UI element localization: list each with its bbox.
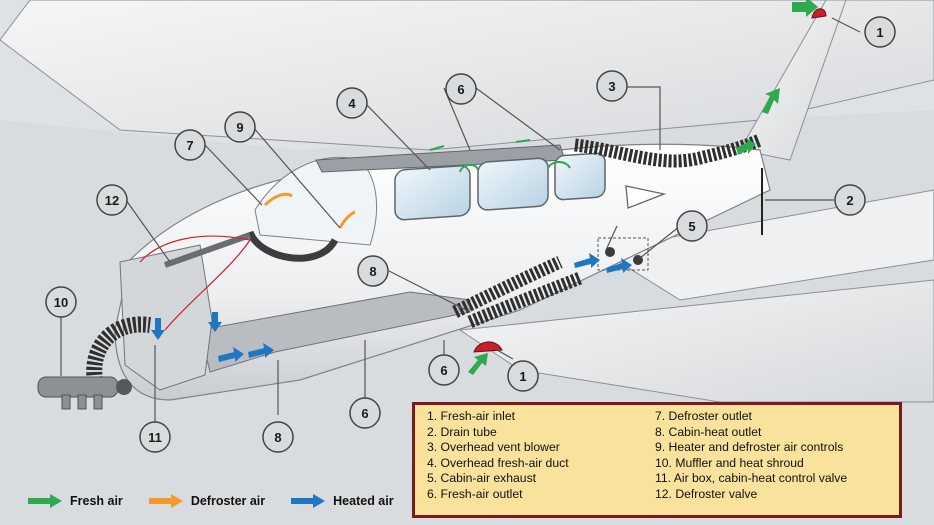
legend-item: 4. Overhead fresh-air duct — [427, 455, 569, 470]
tail-fin — [739, 0, 847, 161]
cabin-window-1 — [394, 165, 471, 221]
right-wing — [598, 189, 934, 301]
callout-9: 9 — [236, 120, 243, 135]
legend-item: 11. Air box, cabin-heat control valve — [655, 471, 848, 486]
callout-4: 4 — [348, 96, 356, 111]
callout-numbers: 1 1 2 3 4 5 6 6 6 7 8 8 9 10 11 12 — [54, 25, 884, 445]
muffler — [37, 376, 132, 410]
legend-item: 10. Muffler and heat shroud — [655, 455, 804, 470]
callout-1: 1 — [519, 369, 526, 384]
airflow-key: Fresh air Defroster air Heated air — [28, 490, 420, 512]
heat-duct-bar — [164, 232, 251, 268]
key-fresh-air-label: Fresh air — [70, 494, 123, 508]
green-arrow-icon — [28, 494, 62, 508]
cabin-window-2 — [477, 157, 549, 211]
key-heated-air: Heated air — [291, 494, 394, 508]
rear-window — [625, 185, 667, 209]
fresh-air-inlet-bottom — [473, 341, 503, 353]
fresh-air-arrows — [429, 0, 818, 375]
callout-3: 3 — [608, 79, 615, 94]
exhaust-vent-1 — [605, 247, 615, 257]
legend-column-1: 1. Fresh-air inlet 2. Drain tube 3. Over… — [427, 409, 569, 503]
control-cable — [139, 235, 251, 331]
blue-arrow-icon — [291, 494, 326, 508]
fresh-air-inlet-top — [811, 8, 827, 19]
legend-item: 2. Drain tube — [427, 424, 497, 439]
key-heated-air-label: Heated air — [333, 494, 394, 508]
legend-column-2: 7. Defroster outlet 8. Cabin-heat outlet… — [655, 409, 847, 503]
legend-item: 6. Fresh-air outlet — [427, 486, 523, 501]
legend-item: 3. Overhead vent blower — [427, 440, 560, 455]
key-defroster-air-label: Defroster air — [190, 494, 266, 508]
legend-item: 5. Cabin-air exhaust — [427, 471, 537, 486]
cabin-exhaust-duct-2 — [467, 271, 583, 328]
key-defroster-air: Defroster air — [148, 494, 266, 508]
callout-2: 2 — [846, 193, 853, 208]
callout-6: 6 — [361, 406, 368, 421]
cabin-exhaust-duct-1 — [452, 256, 563, 318]
callout-6: 6 — [440, 363, 447, 378]
legend-item: 8. Cabin-heat outlet — [655, 424, 762, 439]
legend-item: 12. Defroster valve — [655, 486, 758, 501]
defroster-duct — [246, 230, 339, 262]
callout-6: 6 — [457, 82, 464, 97]
cabin-window-3 — [554, 152, 606, 201]
callout-10: 10 — [54, 295, 68, 310]
callout-5: 5 — [688, 219, 695, 234]
leader-lines — [60, 17, 861, 427]
legend-box: 1. Fresh-air inlet 2. Drain tube 3. Over… — [412, 402, 902, 518]
callout-7: 7 — [186, 138, 193, 153]
orange-arrow-icon — [148, 494, 183, 508]
legend-item: 9. Heater and defroster air controls — [655, 440, 844, 455]
cabin-wall-cut — [119, 244, 213, 391]
callout-circles — [45, 16, 896, 453]
callout-8: 8 — [274, 430, 281, 445]
legend-item: 1. Fresh-air inlet — [427, 409, 516, 423]
callout-11: 11 — [148, 430, 162, 445]
key-fresh-air: Fresh air — [28, 494, 123, 508]
callout-12: 12 — [105, 193, 119, 208]
heated-air-arrows — [151, 253, 632, 362]
callout-8: 8 — [369, 264, 376, 279]
legend-item: 7. Defroster outlet — [655, 409, 752, 423]
callout-1: 1 — [876, 25, 883, 40]
defroster-air-arrows — [263, 192, 356, 229]
